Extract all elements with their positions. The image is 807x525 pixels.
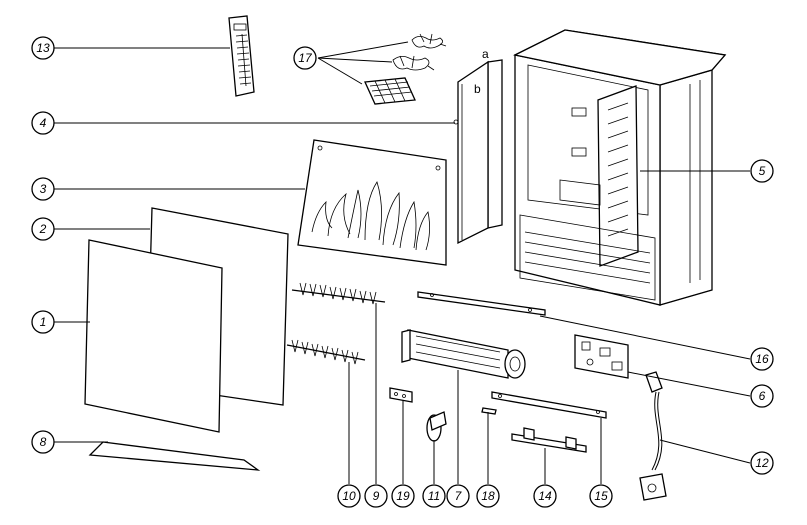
part-16-mounting-strip (417, 291, 546, 316)
callout-16-label: 16 (755, 352, 769, 366)
callout-10: 10 (337, 484, 361, 508)
part-7-flame-roller-motor (401, 329, 526, 379)
part-10-heating-element-lower (286, 339, 366, 365)
part-18-clip (481, 407, 497, 415)
part-3-flame-screen (297, 139, 447, 266)
part-13-remote-control (228, 15, 255, 97)
callout-18: 18 (476, 484, 500, 508)
part-12-power-cord (639, 371, 667, 501)
callout-19-label: 19 (396, 489, 410, 503)
callout-15-label: 15 (594, 489, 608, 503)
part-15-support-bar (491, 391, 607, 419)
callout-13: 13 (31, 36, 55, 60)
callout-7: 7 (446, 484, 470, 508)
part-11-thermostat (426, 411, 447, 442)
callout-6-label: 6 (759, 389, 766, 403)
callout-17: 17 (293, 46, 317, 70)
callout-12-label: 12 (755, 456, 769, 470)
part-5-cabinet-housing (513, 29, 727, 306)
callout-7-label: 7 (455, 489, 463, 503)
callout-18-label: 18 (481, 489, 495, 503)
callout-6: 6 (750, 384, 774, 408)
callout-2: 2 (31, 217, 55, 241)
leader-lines (54, 41, 751, 484)
callout-15: 15 (589, 484, 613, 508)
callout-8: 8 (31, 430, 55, 454)
callout-4: 4 (31, 111, 55, 135)
callout-13-label: 13 (36, 41, 50, 55)
callout-16: 16 (750, 347, 774, 371)
part-6-control-board (574, 334, 629, 379)
part-4-back-panel (453, 59, 503, 245)
letter-a: a (482, 47, 489, 61)
callout-14: 14 (533, 484, 557, 508)
callout-5: 5 (750, 159, 774, 183)
callout-3: 3 (31, 177, 55, 201)
callout-5-label: 5 (759, 164, 766, 178)
callout-8-label: 8 (40, 435, 47, 449)
callout-3-label: 3 (40, 182, 47, 196)
part-9-heating-element-upper (291, 282, 386, 305)
callout-2-label: 2 (39, 222, 47, 236)
letter-b: b (474, 82, 481, 96)
callout-11-label: 11 (428, 489, 440, 503)
callout-10-label: 10 (342, 489, 356, 503)
callout-1-label: 1 (40, 315, 47, 329)
callout-1: 1 (31, 310, 55, 334)
part-1-glass-panel-front (84, 239, 223, 433)
callout-14-label: 14 (538, 489, 552, 503)
callout-4-label: 4 (40, 116, 47, 130)
part-17-clips-and-mesh (364, 33, 447, 105)
part-14-rail-bracket (511, 427, 587, 453)
callout-17-label: 17 (298, 51, 313, 65)
callout-19: 19 (391, 484, 415, 508)
callout-11: 11 (422, 484, 446, 508)
callout-9-label: 9 (373, 489, 380, 503)
callout-9: 9 (364, 484, 388, 508)
part-8-base-tray (88, 441, 261, 471)
callout-12: 12 (750, 451, 774, 475)
part-19-switch (389, 387, 413, 403)
